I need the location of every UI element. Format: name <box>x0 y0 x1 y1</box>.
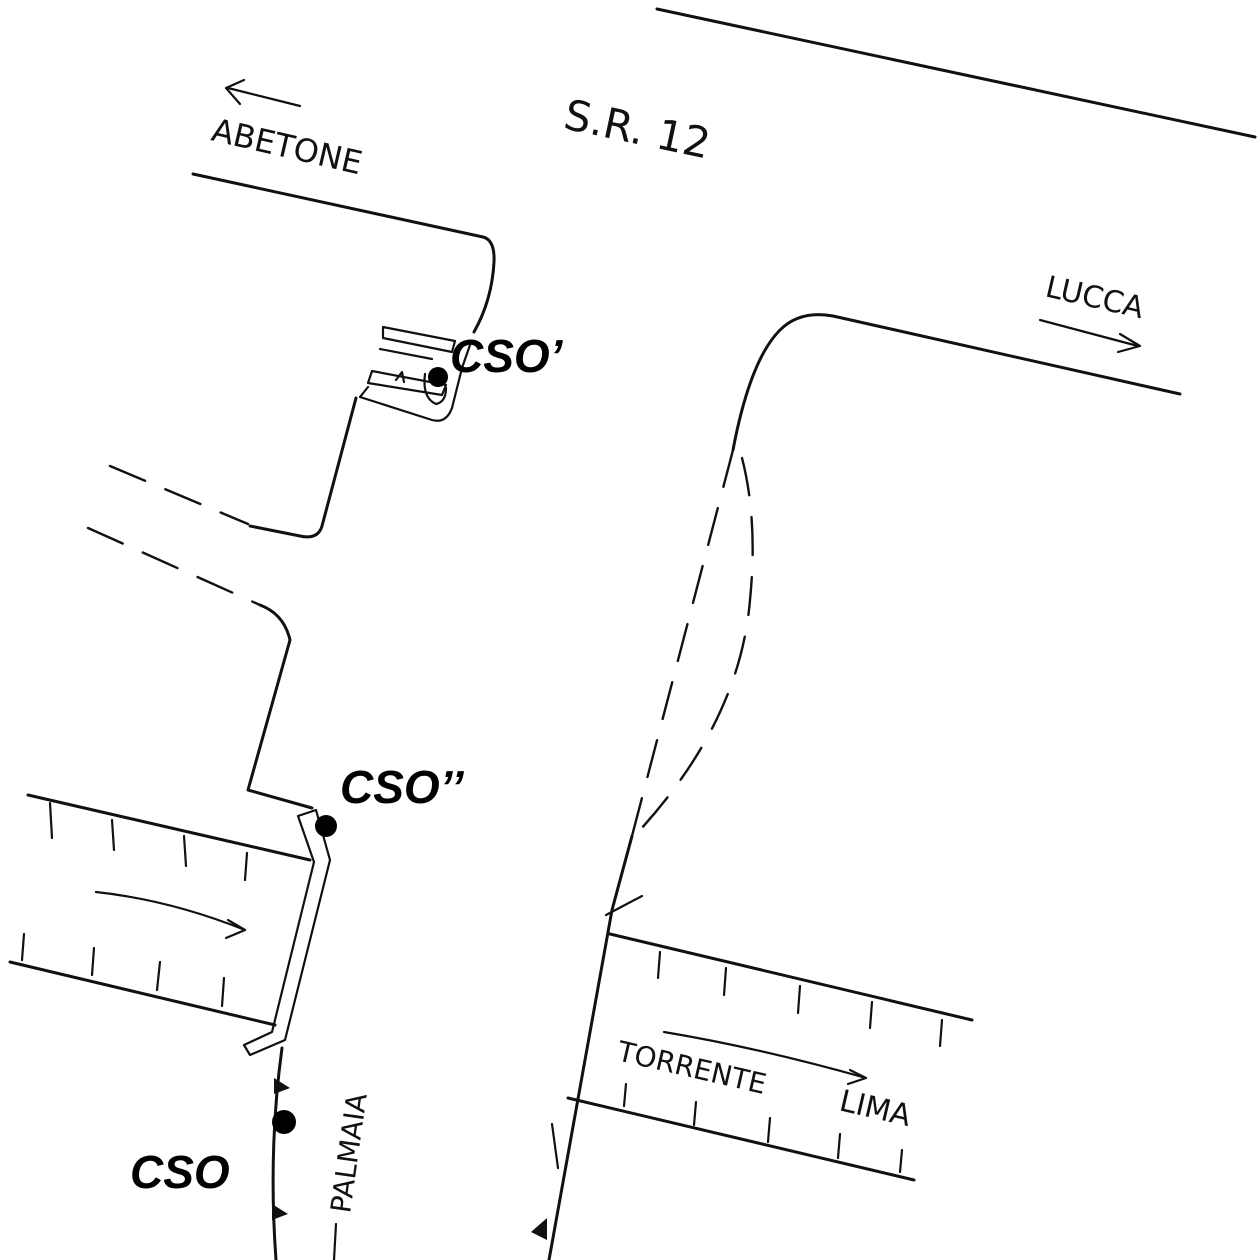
bank-left-dashed-2 <box>86 526 262 607</box>
cso-double-label: CSO’’ <box>340 761 465 813</box>
cso-label: CSO <box>130 1146 230 1198</box>
road-name-label: S.R. 12 <box>560 90 715 169</box>
channel-torrente-lima <box>566 932 974 1182</box>
bank-right-dashed-1 <box>630 448 735 838</box>
arrow-right-icon <box>1038 318 1142 354</box>
palmaia-line <box>332 1222 338 1260</box>
cso-prime-label: CSO’ <box>450 330 564 382</box>
culvert-structure <box>358 325 472 422</box>
arrow-left-icon <box>224 78 302 108</box>
lucca-label: LUCCA <box>1042 270 1147 327</box>
lima-label: LIMA <box>836 1084 914 1134</box>
bank-left-middle <box>246 603 314 810</box>
bank-right-lower-detail <box>550 1122 560 1170</box>
road-edge-abetone <box>191 172 496 334</box>
abetone-label: ABETONE <box>208 111 366 182</box>
bank-right-lower <box>547 834 634 1260</box>
road-edge-lucca <box>731 313 1182 452</box>
palmaia-triangle-2 <box>272 1204 288 1220</box>
palmaia-triangle-1 <box>274 1078 290 1094</box>
bank-right-tick <box>604 894 644 917</box>
bank-right-triangle <box>531 1218 547 1240</box>
bank-left-dashed-1 <box>108 464 250 526</box>
bank-left-upper <box>248 396 358 539</box>
cso-prime-point <box>428 367 448 387</box>
channel-left <box>8 793 312 1027</box>
palmaia-label: PALMAIA <box>324 1091 373 1215</box>
cso-double-point <box>315 815 337 837</box>
bank-palmaia <box>271 1046 284 1260</box>
bank-right-dashed-2 <box>638 456 754 832</box>
torrente-label: TORRENTE <box>613 1034 769 1100</box>
cso-point <box>272 1110 296 1134</box>
road-edge-top <box>655 7 1257 139</box>
